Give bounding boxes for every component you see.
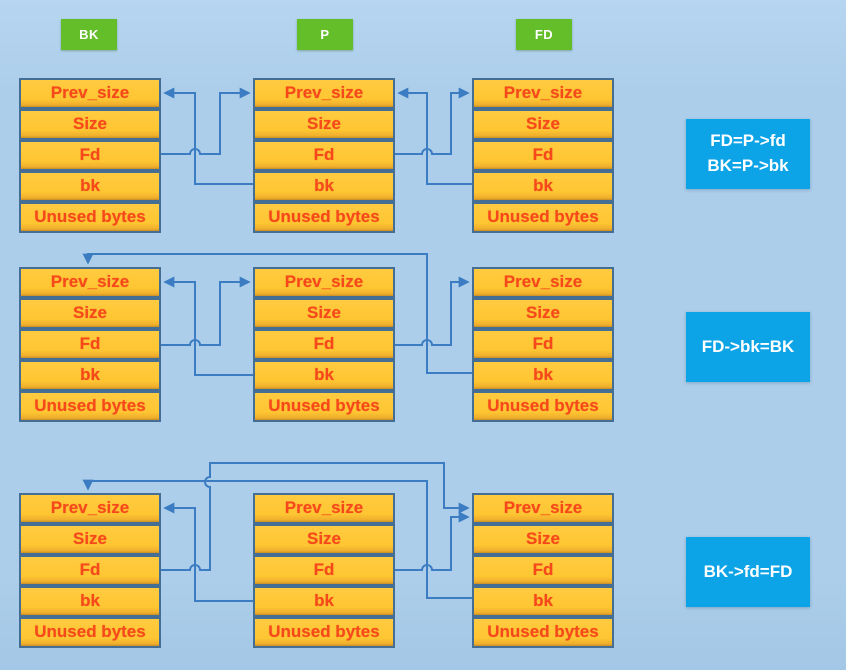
cell-unused-bytes: Unused bytes <box>253 617 395 648</box>
cell-fd: Fd <box>253 329 395 360</box>
connector-row2-p-fd-to-fd <box>395 276 470 346</box>
connector-row1-p-bk-to-bk <box>163 87 253 185</box>
connector-row3-p-fd-to-fd <box>395 511 470 571</box>
cell-size: Size <box>253 524 395 555</box>
step-box-2: FD->bk=BK <box>686 312 810 382</box>
chunk-row3-fd: Prev_size Size Fd bk Unused bytes <box>472 493 614 648</box>
cell-bk: bk <box>19 586 161 617</box>
chunk-row1-p: Prev_size Size Fd bk Unused bytes <box>253 78 395 233</box>
cell-size: Size <box>253 109 395 140</box>
chunk-row2-p: Prev_size Size Fd bk Unused bytes <box>253 267 395 422</box>
cell-bk: bk <box>253 360 395 391</box>
connector-row3-p-bk-to-bk <box>163 502 253 602</box>
connector-row2-p-bk-to-bk <box>163 276 253 376</box>
cell-prev-size: Prev_size <box>253 493 395 524</box>
cell-size: Size <box>472 109 614 140</box>
chunk-row2-fd: Prev_size Size Fd bk Unused bytes <box>472 267 614 422</box>
step-box-1-line-1: FD=P->fd <box>710 131 786 151</box>
step-box-2-line-1: FD->bk=BK <box>701 336 795 356</box>
cell-prev-size: Prev_size <box>253 78 395 109</box>
cell-fd: Fd <box>19 329 161 360</box>
cell-prev-size: Prev_size <box>19 493 161 524</box>
cell-fd: Fd <box>19 555 161 586</box>
chunk-row1-bk: Prev_size Size Fd bk Unused bytes <box>19 78 161 233</box>
pointer-label-bk: BK <box>61 19 117 50</box>
cell-unused-bytes: Unused bytes <box>472 617 614 648</box>
chunk-row2-bk: Prev_size Size Fd bk Unused bytes <box>19 267 161 422</box>
step-box-3: BK->fd=FD <box>686 537 810 607</box>
cell-prev-size: Prev_size <box>253 267 395 298</box>
cell-size: Size <box>472 298 614 329</box>
cell-unused-bytes: Unused bytes <box>19 202 161 233</box>
chunk-row3-p: Prev_size Size Fd bk Unused bytes <box>253 493 395 648</box>
cell-bk: bk <box>253 586 395 617</box>
step-box-1-line-2: BK=P->bk <box>707 156 789 175</box>
cell-size: Size <box>253 298 395 329</box>
chunk-row3-bk: Prev_size Size Fd bk Unused bytes <box>19 493 161 648</box>
cell-fd: Fd <box>253 140 395 171</box>
connector-row1-p-fd-to-fd <box>395 87 470 155</box>
cell-bk: bk <box>472 360 614 391</box>
cell-fd: Fd <box>472 140 614 171</box>
step-box-3-line-1: BK->fd=FD <box>703 561 793 581</box>
cell-size: Size <box>472 524 614 555</box>
cell-fd: Fd <box>472 555 614 586</box>
cell-fd: Fd <box>253 555 395 586</box>
cell-size: Size <box>19 298 161 329</box>
cell-unused-bytes: Unused bytes <box>19 617 161 648</box>
cell-bk: bk <box>472 586 614 617</box>
cell-unused-bytes: Unused bytes <box>472 202 614 233</box>
cell-prev-size: Prev_size <box>472 493 614 524</box>
pointer-label-fd: FD <box>516 19 572 50</box>
cell-prev-size: Prev_size <box>19 267 161 298</box>
cell-size: Size <box>19 524 161 555</box>
cell-fd: Fd <box>19 140 161 171</box>
cell-bk: bk <box>253 171 395 202</box>
cell-bk: bk <box>19 171 161 202</box>
cell-unused-bytes: Unused bytes <box>253 202 395 233</box>
cell-bk: bk <box>19 360 161 391</box>
cell-unused-bytes: Unused bytes <box>253 391 395 422</box>
connector-row1-bk-fd-to-p <box>161 87 251 155</box>
cell-prev-size: Prev_size <box>472 78 614 109</box>
cell-prev-size: Prev_size <box>472 267 614 298</box>
cell-bk: bk <box>472 171 614 202</box>
cell-unused-bytes: Unused bytes <box>19 391 161 422</box>
step-box-1: FD=P->fd BK=P->bk <box>686 119 810 189</box>
pointer-label-p: P <box>297 19 353 50</box>
connector-row2-bk-fd-to-p <box>161 276 251 346</box>
cell-size: Size <box>19 109 161 140</box>
connector-row1-fd-bk-to-p <box>397 87 472 185</box>
cell-prev-size: Prev_size <box>19 78 161 109</box>
cell-unused-bytes: Unused bytes <box>472 391 614 422</box>
cell-fd: Fd <box>472 329 614 360</box>
chunk-row1-fd: Prev_size Size Fd bk Unused bytes <box>472 78 614 233</box>
